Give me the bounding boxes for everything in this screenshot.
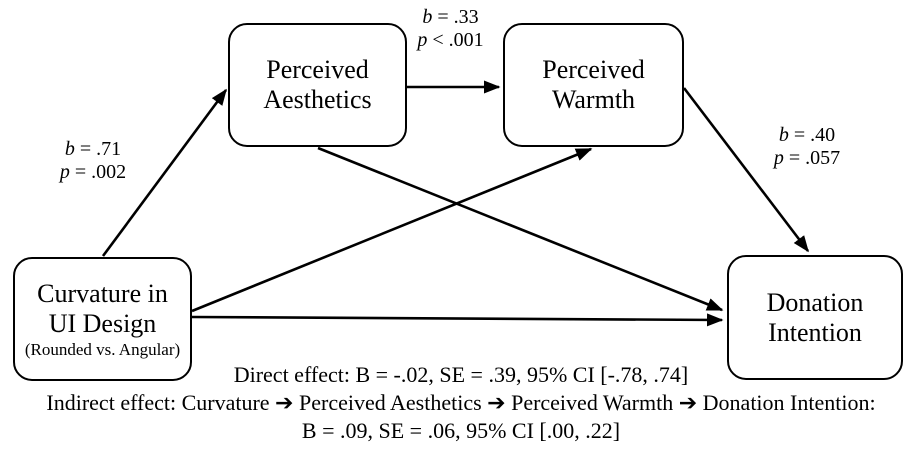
node-curvature-subtitle: (Rounded vs. Angular): [24, 339, 181, 359]
node-curvature-title-line2: UI Design: [48, 308, 157, 338]
path-label-warmth-donation: b = .40 p = .057: [748, 124, 866, 170]
node-warmth-title-line1: Perceived: [542, 55, 645, 84]
indirect-effect-stats: B = .09, SE = .06, 95% CI [.00, .22]: [301, 418, 621, 443]
direct-effect-note: Direct effect: B = -.02, SE = .39, 95% C…: [233, 362, 689, 387]
path-label-b-line1: b = .33: [393, 6, 508, 29]
stat-var: p: [417, 29, 428, 51]
stat-var: p: [773, 147, 784, 169]
stat-value: = .002: [74, 161, 127, 183]
indirect-effect-note: Indirect effect: Curvature ➔ Perceived A…: [46, 390, 876, 415]
stat-var: b: [422, 6, 433, 28]
node-curvature: Curvature in UI Design (Rounded vs. Angu…: [13, 257, 192, 381]
arrow-curvature-to-donation: [191, 313, 724, 327]
path-label-c-line2: p = .057: [748, 147, 866, 170]
path-label-a-line2: p = .002: [33, 161, 153, 184]
stat-var: p: [59, 161, 70, 183]
node-warmth-title-line2: Warmth: [551, 85, 636, 114]
node-donation-title-line1: Donation: [766, 287, 864, 317]
arrow-curvature-to-aesthetics: [101, 88, 228, 257]
node-donation-intention: Donation Intention: [727, 255, 903, 380]
node-perceived-aesthetics: Perceived Aesthetics: [228, 23, 407, 147]
path-label-c-line1: b = .40: [748, 124, 866, 147]
path-label-curvature-aesthetics: b = .71 p = .002: [33, 138, 153, 184]
node-perceived-warmth: Perceived Warmth: [503, 23, 684, 147]
stat-value: = .40: [793, 124, 836, 146]
path-label-aesthetics-warmth: b = .33 p < .001: [393, 6, 508, 52]
stat-value: = .71: [79, 138, 122, 160]
node-donation-title-line2: Intention: [768, 317, 862, 347]
effects-note: Direct effect: B = -.02, SE = .39, 95% C…: [0, 361, 922, 445]
stat-var: b: [778, 124, 789, 146]
node-aesthetics-title-line2: Aesthetics: [263, 85, 372, 114]
arrow-warmth-to-donation: [682, 87, 810, 253]
node-aesthetics-title-line1: Perceived: [266, 55, 369, 84]
stat-value: = .33: [437, 6, 479, 28]
stat-value: < .001: [432, 29, 484, 51]
stat-value: = .057: [788, 147, 841, 169]
path-label-a-line1: b = .71: [33, 138, 153, 161]
arrow-curvature-to-warmth: [191, 147, 593, 313]
arrow-aesthetics-to-donation: [317, 146, 724, 312]
path-label-b-line2: p < .001: [393, 29, 508, 52]
stat-var: b: [64, 138, 75, 160]
node-curvature-title-line1: Curvature in: [37, 278, 168, 308]
